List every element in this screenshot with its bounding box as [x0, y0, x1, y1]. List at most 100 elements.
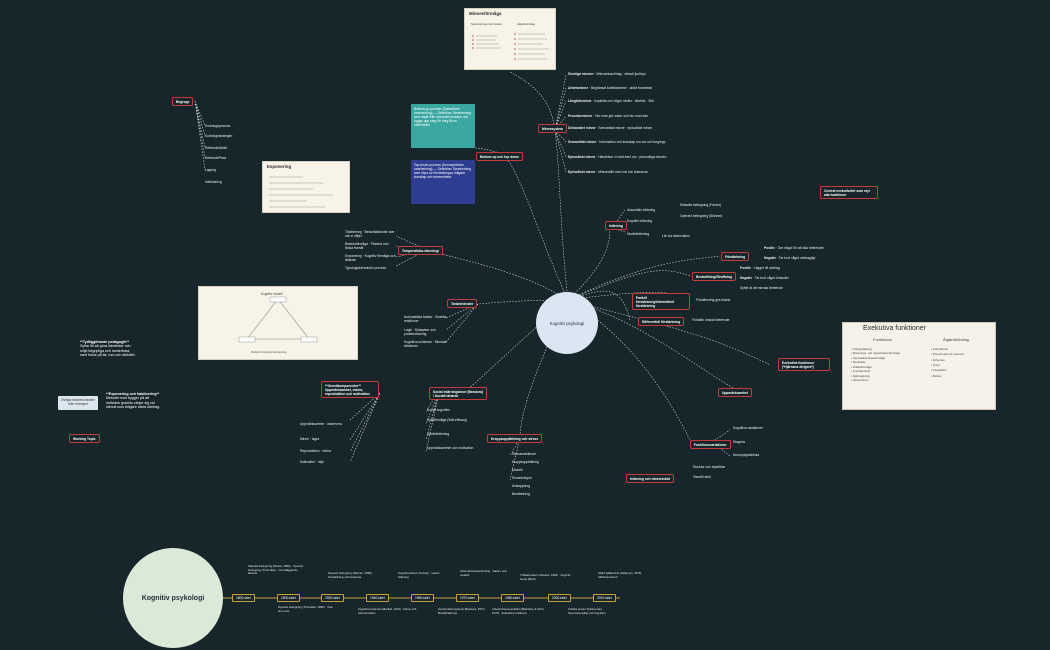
forstarkning-item: Positiv · Ger något för att öka beteende…	[764, 246, 824, 250]
minnesystem-item: Deklarativt minne · Semantiskt minne · e…	[568, 126, 653, 130]
begrepp-node[interactable]: Begrepp	[172, 97, 194, 107]
timeline-bottom-text: Arbetsminnesmodellen (Baddeley & Hitch, …	[492, 607, 545, 615]
begrepp-item: Retrieval/Aktivt	[205, 146, 227, 150]
timeline-node[interactable]: 1920-talet	[321, 594, 344, 602]
inlarning-detail: Operant betingning (Skinner)	[680, 214, 723, 218]
central-topic-label: Kognitiv psykologi	[549, 320, 585, 326]
partiell-text: Förstärkning ges ibland	[696, 298, 731, 302]
timeline-node[interactable]: 1980-talet	[501, 594, 524, 602]
differentiell-text: Förstärk önskat beteende	[692, 318, 730, 322]
exekutiva-title: Exekutiva funktioner	[863, 325, 927, 332]
funktionsvariationer-item: Diagnos	[733, 440, 746, 444]
bestraffning-item: Negativ · Tar bort något önskvärt	[740, 276, 789, 280]
timeline-node[interactable]: 1960-talet	[411, 594, 434, 602]
begrepp-item: Habituering	[205, 180, 222, 184]
timeline-top-text: Kognitiva kartor (Tolman) · Latent inlär…	[398, 571, 440, 579]
minnesystem-item: Episodiskt minne · Händelser vi varit me…	[568, 155, 667, 159]
begrepp-item: Kodningsprocess	[205, 124, 231, 128]
ovriga-teorier-tooltip[interactable]: Övriga moderna teorier eller exempel	[58, 396, 98, 410]
bestraffning-item: Syftet är att minska beteende	[740, 286, 783, 290]
funktionsvariationer-item: Kognitiva variationer	[733, 426, 763, 430]
central-exekutiv-node[interactable]: Central exekutiv/det som styr alla funkt…	[820, 186, 878, 200]
kroppsuppfattning-item: Stressreaktioner	[512, 452, 537, 456]
forstarkning-node[interactable]: Förstärkning	[721, 252, 750, 262]
temporallobs-node[interactable]: Temporallobs-teknologi	[398, 246, 444, 256]
timeline-top-text: Informationsbearbetning · Datorn som met…	[460, 569, 508, 577]
kroppsuppfattning-item: Bearbetning	[512, 492, 530, 496]
minnesystem-title: Minnesystem	[542, 126, 563, 131]
exekutiva-left-heading: Funktioner	[873, 337, 892, 342]
timeline-node[interactable]: 1800-talet	[232, 594, 255, 602]
inlarning-detail: Lär via observation	[662, 234, 690, 238]
modell-title: Kognitiv modell	[261, 292, 283, 296]
timeline-root[interactable]: Kognitiv psykologi	[123, 548, 223, 648]
inlarning-detail: Klassisk betingning (Pavlov)	[680, 203, 722, 207]
exekutiva-node[interactable]: Exekutiva funktioner (*Hjärnans dirigent…	[778, 358, 830, 372]
temporallobs-item: Tidsfixering · Beslutsfattande sker när …	[345, 230, 395, 239]
exponering-lines	[269, 176, 333, 208]
differentiell-node[interactable]: Differentiell förstärkning	[638, 317, 685, 327]
grundkomponenter-item: Motivation · vilja	[300, 460, 324, 464]
inlarning-node[interactable]: Inlärning	[605, 221, 627, 231]
minnesystem-item: Episodiskt minne · Minnesbild med ord oc…	[568, 170, 648, 174]
grundkomponenter-node[interactable]: **Grundkomponenter** Uppmärksamhet, minn…	[321, 381, 379, 399]
bestraffning-item: Positiv · Lägger till obehag	[740, 266, 780, 270]
forstarkning-item: Negativ · Tar bort något obehagligt	[764, 256, 816, 260]
uppmarksamhet-node[interactable]: Uppmärksamhet	[718, 388, 752, 398]
partiell-node[interactable]: Partiell förstärkning/Intermittent först…	[632, 293, 690, 311]
exponering-habituering: **Exponering och habituering**Metoder so…	[106, 392, 161, 410]
social-item: Social kognition	[427, 408, 451, 412]
kroppsuppfattning-node[interactable]: Kroppsuppfattning och stress	[487, 434, 543, 444]
minnesformaga-image: Minnesförmåga Sammanfoga information Åtg…	[464, 8, 556, 70]
top-down-card: Top-down-process (Konceptdriven bearbetn…	[411, 160, 475, 204]
inlarning-item: Kognitiv inlärning	[627, 219, 653, 223]
timeline-bottom-text: Kognitiva scheman (Bartlett, 1932) · Min…	[358, 607, 417, 615]
tydliggorande-pedagogik: **Tydliggörande pedagogik**Syftar till a…	[80, 340, 136, 358]
modell-diagram: Kognitiv modell Modell för kognitiv bear…	[238, 292, 318, 354]
social-node[interactable]: Social inlärningsteori (Bandura) / Socia…	[429, 387, 487, 401]
bottom-up-top-down-node[interactable]: Bottom up och top down	[476, 152, 523, 162]
inlarning-minnesstod-item: Visuellt stöd	[693, 475, 711, 479]
bestraffning-node[interactable]: Bestraffning/Straffning	[692, 272, 736, 282]
kroppsuppfattning-item: Avslappning	[512, 484, 530, 488]
social-item: Modellinlärning	[427, 432, 450, 436]
funktionsvariationer-node[interactable]: Funktionsvariationer	[690, 440, 731, 450]
timeline-node[interactable]: 1900-talet	[277, 594, 300, 602]
timeline-bottom-text: Social inlärningsteori (Bandura, 1977) ·…	[438, 607, 487, 615]
timeline-root-label: Kognitiv psykologi	[141, 594, 205, 602]
kroppsuppfattning-item: Motorik	[512, 468, 523, 472]
minnesformaga-left-heading: Sammanfoga information	[471, 22, 503, 26]
minnesformaga-bullets	[472, 33, 549, 60]
tankemonster-item: Kognitiva scheman · Mentala strukturer	[404, 340, 447, 349]
temporallobs-item: Beslutsförmåga · Planera och tänka framå…	[345, 242, 389, 251]
minnesystem-item: Arbetsminne · Begränsat korttidsminne · …	[568, 86, 653, 90]
timeline-node[interactable]: 2010-talet	[593, 594, 616, 602]
tankemonster-node[interactable]: Tankemönster	[447, 299, 478, 309]
minnesystem-item: Procedurminne · Hur man gör saker och hu…	[568, 114, 648, 118]
bottom-up-card: Bottom-up-process (Datadriven bearbetnin…	[411, 104, 475, 148]
inlarning-minnesstod-node[interactable]: Inlärning och minnesstöd	[626, 474, 675, 484]
begrepp-item: Kodningsstrategier	[205, 134, 233, 138]
timeline-node[interactable]: 1940-talet	[366, 594, 389, 602]
grundkomponenter-item: Minne · lagra	[300, 437, 320, 441]
timeline-top-text: Tvåfaktorsteori (Mowrer, 1960) · Kogniti…	[520, 573, 571, 581]
minnesystem-item: Sinnliga minnen · Mikrosekund/dag · stim…	[568, 72, 646, 76]
kroppsuppfattning-item: Sinnesintryck	[512, 476, 532, 480]
grundkomponenter-item: Uppmärksamhet · observera	[300, 422, 342, 426]
tankemonster-item: Automatiska tankar · Snabba reaktioner	[404, 315, 447, 324]
exekutiva-right-list: • Instruktioner • Visuellt stöd och sche…	[931, 347, 964, 378]
begrepp-item: Retrieval/Pass	[205, 156, 227, 160]
timeline-node[interactable]: 1970-talet	[456, 594, 479, 602]
minnesystem-item: Långtidsminne · Implicita och högre nivå…	[568, 99, 655, 103]
exponering-image-title: Exponering	[267, 164, 292, 169]
inlarning-item: Associativ inlärning	[627, 208, 656, 212]
minnesystem-node[interactable]: Minnesystem	[538, 124, 567, 134]
begrepp-item: Lagring	[205, 168, 216, 172]
minnesformaga-title: Minnesförmåga	[469, 11, 502, 16]
inlarning-item: Modellinlärning	[627, 232, 650, 236]
central-topic[interactable]: Kognitiv psykologi	[536, 292, 598, 354]
social-item: Uppmärksamhet och motivation	[427, 446, 474, 450]
working-topic-node[interactable]: Working Topic	[69, 434, 100, 444]
timeline-node[interactable]: 2000-talet	[548, 594, 571, 602]
